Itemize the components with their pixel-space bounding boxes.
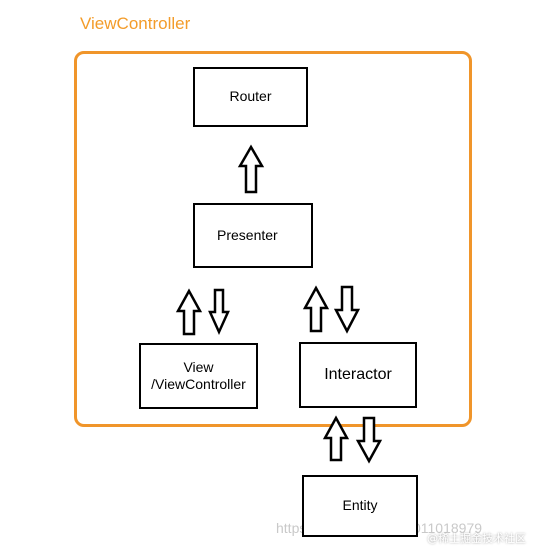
arrow-up-icon bbox=[302, 285, 330, 333]
container-label: ViewController bbox=[80, 14, 191, 33]
arrow-up-icon bbox=[175, 288, 203, 336]
view-box-line1: View bbox=[183, 358, 214, 375]
arrow-up-icon bbox=[322, 415, 350, 462]
arrow-up-icon bbox=[237, 144, 265, 194]
view-box: View /ViewController bbox=[139, 343, 258, 409]
interactor-box: Interactor bbox=[299, 342, 417, 408]
router-box: Router bbox=[193, 67, 308, 127]
arrow-down-icon bbox=[208, 288, 230, 336]
presenter-box: Presenter bbox=[193, 203, 313, 268]
view-box-line2: /ViewController bbox=[151, 376, 246, 392]
arrow-down-icon bbox=[355, 416, 383, 464]
viewcontroller-container bbox=[74, 51, 472, 427]
arrow-down-icon bbox=[333, 285, 361, 334]
entity-box: Entity bbox=[302, 475, 418, 537]
watermark-credit: @稀土掘金技术社区 bbox=[427, 532, 526, 545]
